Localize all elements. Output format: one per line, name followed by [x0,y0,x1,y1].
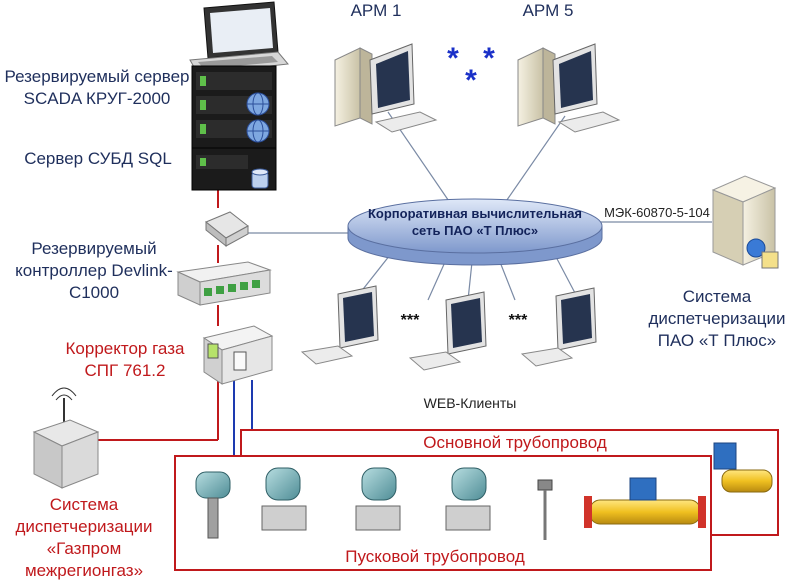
web-client-dots: *** [400,312,420,329]
arm5-label: АРМ 5 [522,1,574,20]
flow-meter-pipe-icon [584,477,706,528]
pressure-transmitter-icon [195,471,231,539]
differential-pressure-transmitter-icon [261,467,307,531]
web-client-pc-icon [408,291,487,371]
tplus-system-label: Система диспетчеризации ПАО «Т Плюс» [648,287,786,350]
connection-lines [96,111,712,456]
radio-tower-icon [32,387,100,489]
web-client-dots: *** [508,312,528,329]
protocol-label: МЭК-60870-5-104 [604,205,710,220]
temperature-sensor-icon [537,479,553,540]
web-clients-label: WEB-Клиенты [423,395,517,411]
gas-corrector-icon [202,325,274,385]
corporate-network-icon [347,198,603,266]
controller-label: Резервируемый контроллер Devlink-C1000 [15,239,173,302]
workstation-arm5-icon [517,43,621,133]
globe-icon [246,119,270,143]
main-flow-meter-pipe-icon [713,442,773,493]
corrector-label: Корректор газа СПГ 761.2 [65,339,185,380]
arm1-label: АРМ 1 [350,1,402,20]
laptop-icon [189,1,289,75]
network-switch-icon [205,211,249,248]
differential-pressure-transmitter-icon [355,467,401,531]
tplus-server-icon [711,175,779,269]
workstation-dots: * * * [447,42,503,97]
corporate-network-label: Корпоративная вычислительная сеть ПАО «Т… [367,206,583,238]
scada-server-label: Резервируемый сервер SCADA КРУГ-2000 [4,67,190,108]
dbms-server-icon [191,147,277,191]
dbms-server-label: Сервер СУБД SQL [24,149,172,168]
web-client-pc-icon [520,287,597,367]
gazprom-system-label: Система диспетчеризации «Газпром межреги… [15,495,153,580]
globe-icon [246,92,270,116]
start-pipeline-label: Пусковой трубопровод [345,547,525,566]
controller-icon [176,261,272,306]
workstation-arm1-icon [334,43,438,133]
web-client-pc-icon [300,285,379,365]
differential-pressure-transmitter-icon [445,467,491,531]
main-pipeline-label: Основной трубопровод [423,433,607,452]
